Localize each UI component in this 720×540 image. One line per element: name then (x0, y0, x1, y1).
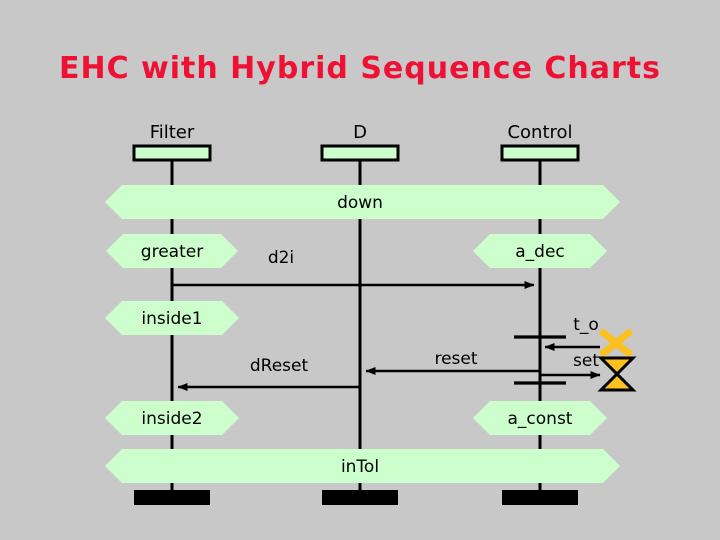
message-dreset-label: dReset (250, 356, 309, 376)
band-down: down (105, 185, 620, 219)
message-reset-label: reset (434, 349, 477, 369)
lifeline-box-filter[interactable] (132, 144, 212, 162)
lifeline-box-d[interactable] (320, 144, 400, 162)
band-intol-label: inTol (341, 457, 379, 477)
band-down-shape (105, 185, 620, 219)
timer-timeout[interactable]: t_o (514, 315, 634, 358)
message-d2i[interactable]: d2i (172, 248, 535, 289)
lifeline-header-filter[interactable]: Filter (132, 122, 212, 162)
terminators (134, 490, 578, 505)
page-title: EHC with Hybrid Sequence Charts (59, 51, 661, 86)
lifeline-label-filter: Filter (150, 122, 195, 143)
lifeline-box-control[interactable] (500, 144, 580, 162)
state-a-dec[interactable]: a_dec (473, 234, 607, 268)
state-a-dec-label: a_dec (515, 242, 565, 262)
lifeline-header-d[interactable]: D (320, 122, 400, 162)
state-greater-label: greater (141, 242, 203, 262)
message-dreset[interactable]: dReset (177, 356, 360, 391)
timer-set-label: set (573, 351, 599, 371)
state-a-const-label: a_const (508, 409, 573, 429)
message-d2i-label: d2i (268, 248, 294, 268)
band-down-label: down (337, 193, 383, 213)
state-inside1[interactable]: inside1 (105, 301, 239, 335)
band-intol: inTol (105, 449, 620, 483)
state-a-const-shape[interactable] (473, 401, 607, 435)
state-greater-shape[interactable] (106, 234, 238, 268)
lifeline-label-d: D (353, 122, 367, 143)
state-greater[interactable]: greater (106, 234, 238, 268)
timeout-x-icon (598, 328, 634, 358)
state-inside1-label: inside1 (141, 309, 202, 329)
state-inside2-shape[interactable] (105, 401, 239, 435)
state-inside2[interactable]: inside2 (105, 401, 239, 435)
terminator-control (502, 490, 578, 505)
lifeline-header-control[interactable]: Control (500, 122, 580, 162)
terminator-d (322, 490, 398, 505)
timer-timeout-label: t_o (573, 315, 599, 335)
message-reset[interactable]: reset (365, 349, 540, 375)
hourglass-icon (597, 356, 637, 392)
timer-set[interactable]: set (514, 351, 637, 392)
state-inside1-shape[interactable] (105, 301, 239, 335)
state-a-dec-shape[interactable] (473, 234, 607, 268)
lifeline-label-control: Control (507, 122, 572, 143)
band-intol-shape (105, 449, 620, 483)
state-a-const[interactable]: a_const (473, 401, 607, 435)
terminator-filter (134, 490, 210, 505)
state-inside2-label: inside2 (141, 409, 202, 429)
